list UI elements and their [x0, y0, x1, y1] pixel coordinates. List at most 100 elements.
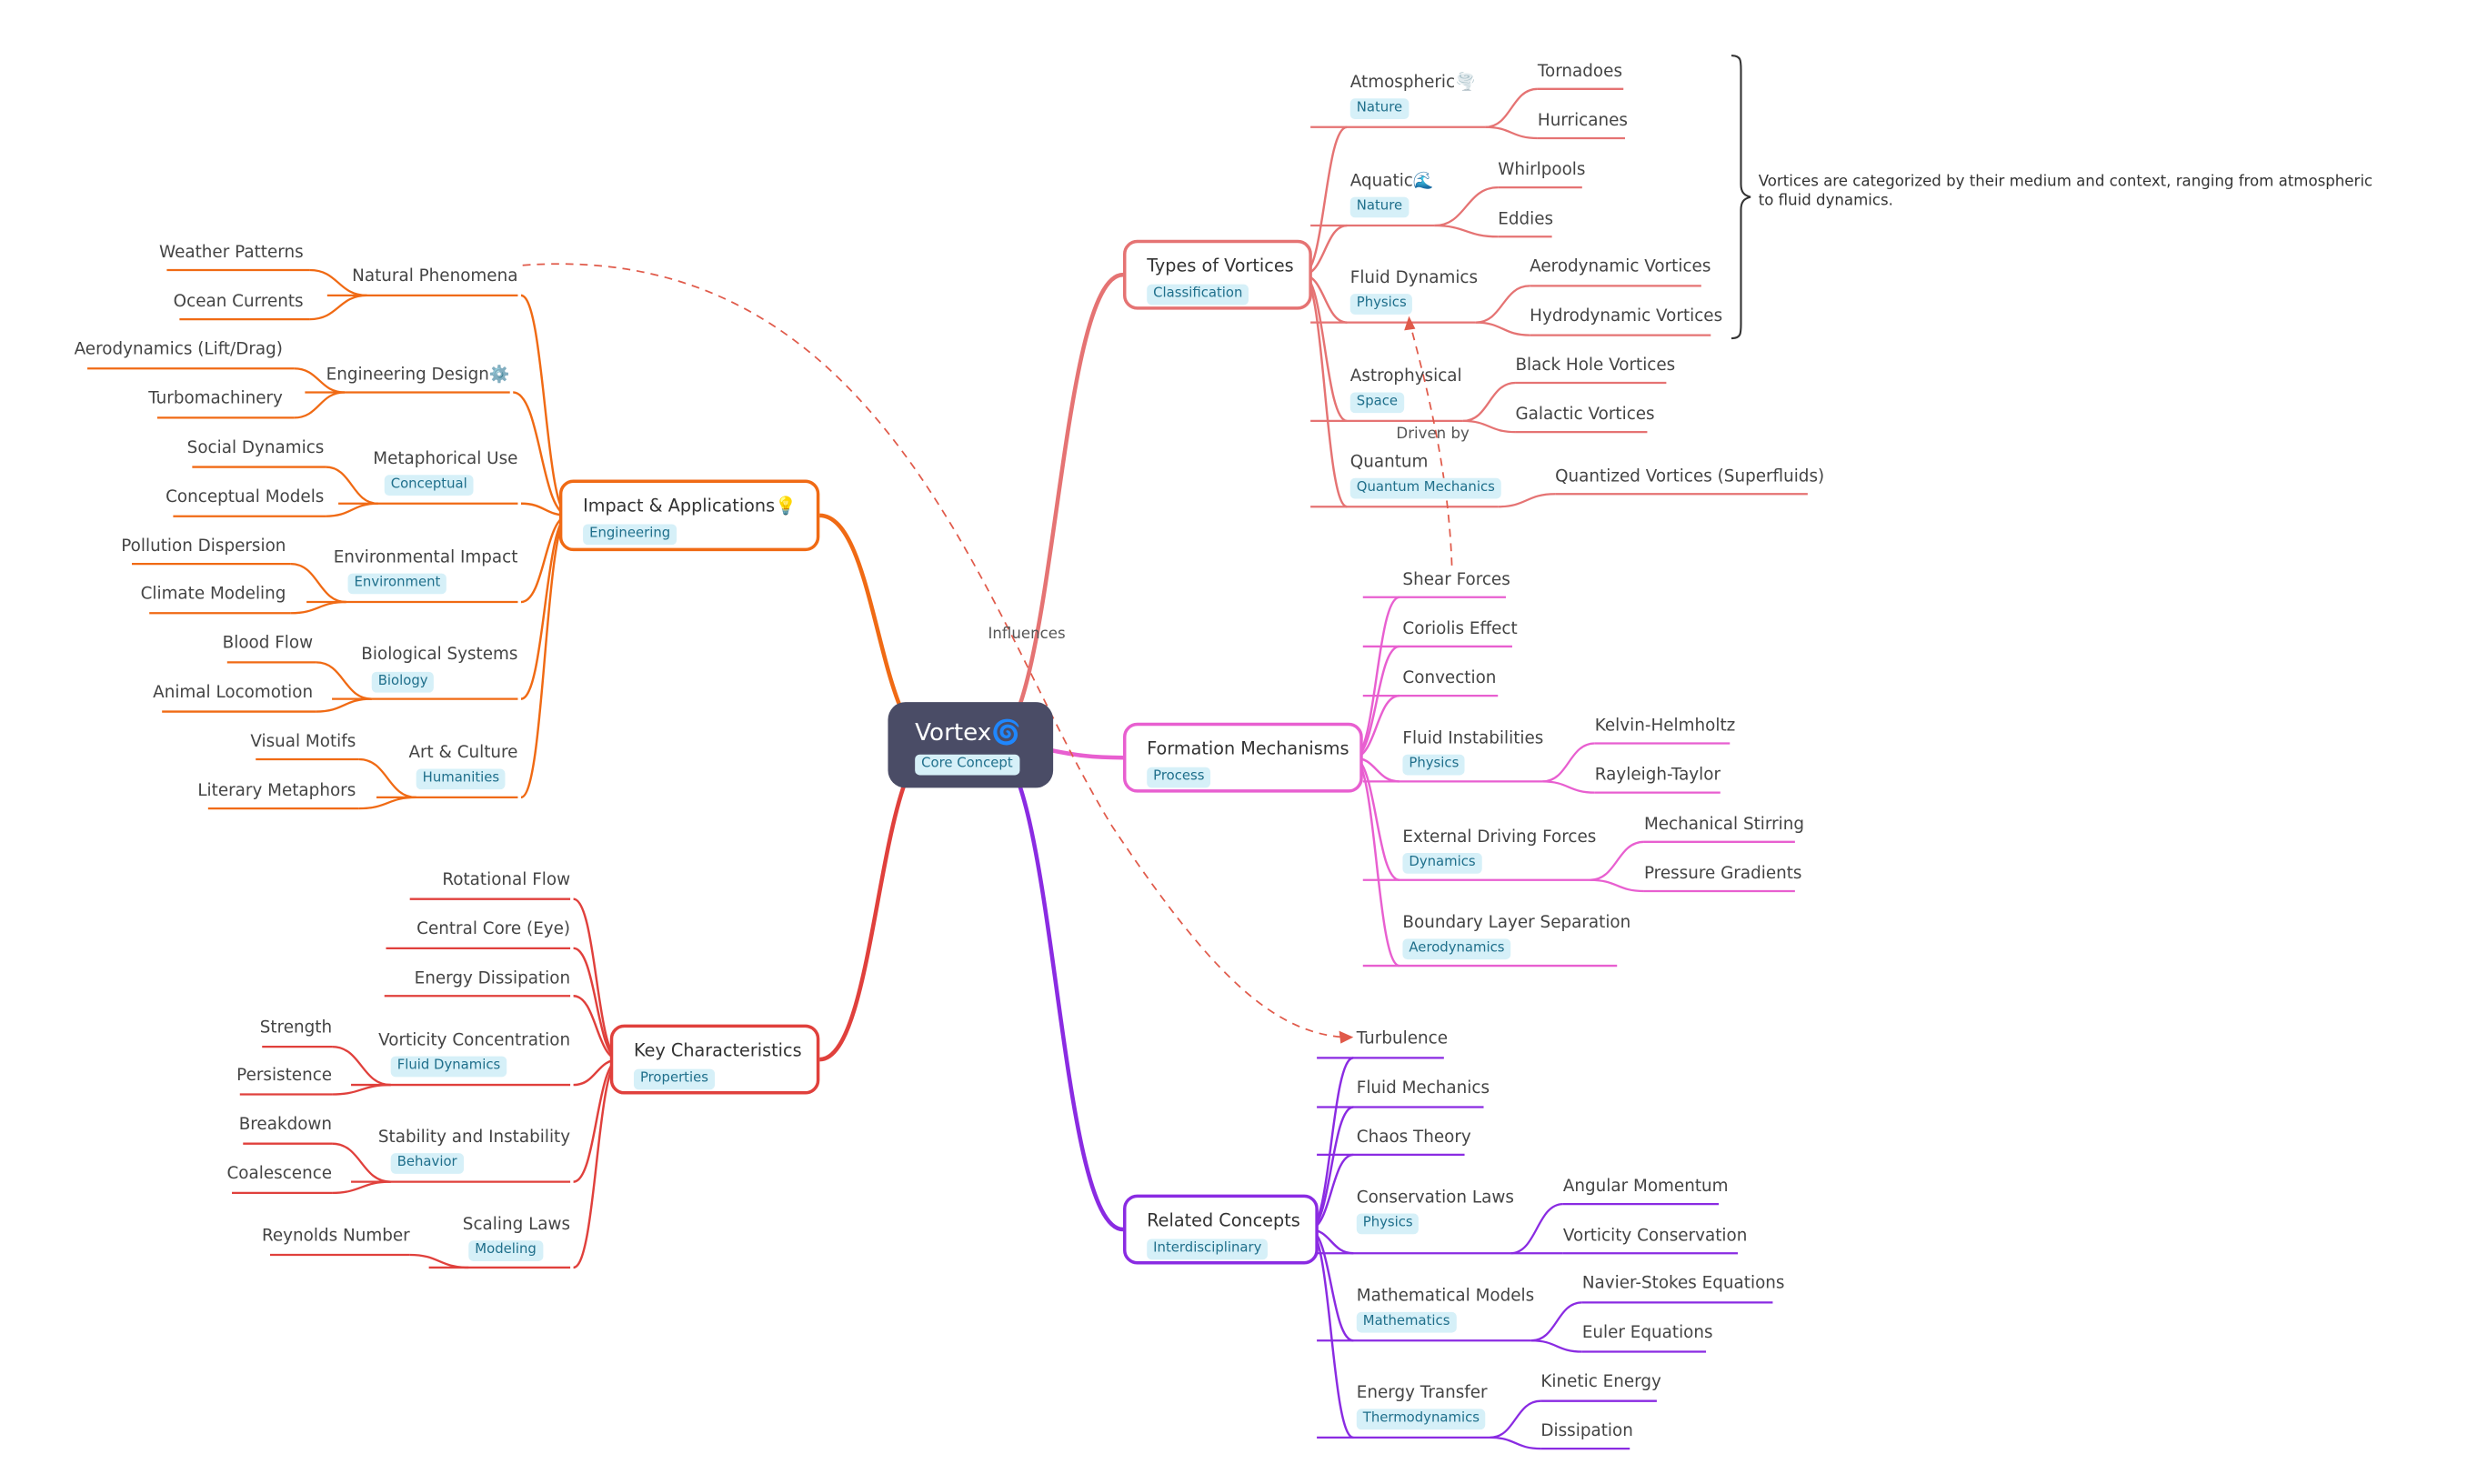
- wave-icon: 🌊: [1412, 171, 1434, 191]
- summary-note: Vortices are categorized by their medium…: [1758, 173, 2373, 210]
- leaf-link-black-hole-vortices: [1462, 381, 1516, 423]
- leaf-persistence[interactable]: Persistence: [236, 1066, 333, 1086]
- branch-title: Related Concepts: [1147, 1210, 1300, 1231]
- leaf-link-ocean-currents: [309, 294, 367, 321]
- node-chaos-theory[interactable]: Chaos Theory: [1356, 1128, 1471, 1148]
- node-external-driving-forces[interactable]: External Driving Forces: [1402, 827, 1597, 847]
- node-tag-modeling: Modeling: [468, 1240, 543, 1261]
- leaf-navier-stokes-equations[interactable]: Navier-Stokes Equations: [1581, 1273, 1785, 1293]
- node-mathematical-models[interactable]: Mathematical Models: [1356, 1286, 1535, 1306]
- leaf-reynolds-number[interactable]: Reynolds Number: [261, 1226, 410, 1246]
- leaf-link-rayleigh-taylor: [1542, 780, 1595, 794]
- leaf-eddies[interactable]: Eddies: [1498, 209, 1554, 229]
- leaf-breakdown[interactable]: Breakdown: [238, 1115, 333, 1135]
- node-fluid-mechanics[interactable]: Fluid Mechanics: [1356, 1078, 1490, 1098]
- node-conservation-laws[interactable]: Conservation Laws: [1356, 1188, 1514, 1208]
- node-tag-physics: Physics: [1356, 1213, 1420, 1235]
- leaf-pressure-gradients[interactable]: Pressure Gradients: [1643, 864, 1802, 884]
- leaf-turbomachinery[interactable]: Turbomachinery: [148, 388, 283, 408]
- leaf-link-breakdown: [332, 1142, 391, 1183]
- leaf-visual-motifs[interactable]: Visual Motifs: [250, 732, 356, 752]
- leaf-hurricanes[interactable]: Hurricanes: [1537, 111, 1628, 131]
- child-link-boundary-layer-separation: [1352, 757, 1400, 968]
- branch-tag: Process: [1147, 767, 1211, 788]
- root-node-vortex[interactable]: Vortex🌀 Core Concept: [888, 702, 1054, 788]
- leaf-animal-locomotion[interactable]: Animal Locomotion: [153, 683, 314, 703]
- node-aquatic[interactable]: Aquatic🌊: [1349, 171, 1434, 191]
- node-fluid-instabilities[interactable]: Fluid Instabilities: [1402, 728, 1544, 748]
- leaf-climate-modeling[interactable]: Climate Modeling: [140, 584, 286, 604]
- leaf-kinetic-energy[interactable]: Kinetic Energy: [1540, 1372, 1661, 1392]
- relation-arrowhead: [1404, 316, 1416, 331]
- node-boundary-layer-separation[interactable]: Boundary Layer Separation: [1402, 913, 1631, 933]
- node-biological-systems[interactable]: Biological Systems: [361, 645, 518, 665]
- node-scaling-laws[interactable]: Scaling Laws: [462, 1215, 571, 1235]
- branch-title: Impact & Applications💡: [583, 496, 798, 516]
- leaf-literary-metaphors[interactable]: Literary Metaphors: [197, 781, 356, 801]
- node-coriolis-effect[interactable]: Coriolis Effect: [1402, 619, 1518, 639]
- node-convection[interactable]: Convection: [1402, 668, 1497, 688]
- leaf-link-literary-metaphors: [358, 796, 416, 810]
- leaf-whirlpools[interactable]: Whirlpools: [1498, 160, 1586, 180]
- node-tag-mathematics: Mathematics: [1356, 1311, 1457, 1333]
- leaf-blood-flow[interactable]: Blood Flow: [222, 633, 314, 653]
- node-tag-humanities: Humanities: [416, 768, 507, 790]
- node-tag-fluid-dynamics: Fluid Dynamics: [390, 1056, 507, 1078]
- leaf-hydrodynamic-vortices[interactable]: Hydrodynamic Vortices: [1530, 306, 1723, 326]
- node-engineering-design[interactable]: Engineering Design⚙️: [326, 365, 510, 385]
- root-node-title: Vortex🌀: [915, 717, 1021, 747]
- leaf-pollution-dispersion[interactable]: Pollution Dispersion: [121, 536, 286, 556]
- leaf-aerodynamic-vortices[interactable]: Aerodynamic Vortices: [1530, 256, 1711, 276]
- leaf-coalescence[interactable]: Coalescence: [226, 1164, 333, 1184]
- leaf-rayleigh-taylor[interactable]: Rayleigh-Taylor: [1594, 765, 1721, 785]
- node-energy-dissipation[interactable]: Energy Dissipation: [414, 968, 571, 988]
- node-turbulence[interactable]: Turbulence: [1356, 1028, 1449, 1048]
- cyclone-icon: 🌀: [991, 717, 1021, 747]
- node-tag-physics: Physics: [1349, 294, 1413, 315]
- node-tag-nature: Nature: [1349, 196, 1410, 218]
- leaf-mechanical-stirring[interactable]: Mechanical Stirring: [1643, 815, 1805, 835]
- leaf-aerodynamics-lift-drag[interactable]: Aerodynamics (Lift/Drag): [74, 339, 283, 359]
- node-environmental-impact[interactable]: Environmental Impact: [333, 547, 518, 567]
- node-atmospheric[interactable]: Atmospheric🌪️: [1349, 73, 1476, 93]
- leaf-link-mechanical-stirring: [1590, 840, 1644, 881]
- leaf-kelvin-helmholtz[interactable]: Kelvin-Helmholtz: [1594, 716, 1736, 736]
- leaf-angular-momentum[interactable]: Angular Momentum: [1562, 1177, 1729, 1197]
- relation-label-influences: Influences: [988, 626, 1066, 644]
- leaf-tornadoes[interactable]: Tornadoes: [1537, 62, 1623, 82]
- branch-node-impact[interactable]: Impact & Applications💡 Engineering: [558, 479, 820, 552]
- branch-tag: Engineering: [583, 524, 677, 546]
- leaf-quantized-vortices-superfluids[interactable]: Quantized Vortices (Superfluids): [1555, 466, 1825, 486]
- node-energy-transfer[interactable]: Energy Transfer: [1356, 1383, 1488, 1403]
- node-astrophysical[interactable]: Astrophysical: [1349, 366, 1462, 386]
- leaf-social-dynamics[interactable]: Social Dynamics: [186, 438, 325, 458]
- leaf-vorticity-conservation[interactable]: Vorticity Conservation: [1562, 1226, 1748, 1246]
- leaf-black-hole-vortices[interactable]: Black Hole Vortices: [1515, 356, 1676, 376]
- node-fluid-dynamics[interactable]: Fluid Dynamics: [1349, 268, 1479, 288]
- node-vorticity-concentration[interactable]: Vorticity Concentration: [378, 1030, 571, 1050]
- leaf-conceptual-models[interactable]: Conceptual Models: [166, 487, 325, 507]
- leaf-strength[interactable]: Strength: [259, 1018, 333, 1038]
- leaf-euler-equations[interactable]: Euler Equations: [1581, 1323, 1713, 1343]
- branch-tag: Classification: [1147, 284, 1249, 306]
- node-central-core-eye[interactable]: Central Core (Eye): [416, 919, 571, 939]
- node-metaphorical-use[interactable]: Metaphorical Use: [373, 449, 518, 469]
- relation-arrowhead: [1339, 1030, 1354, 1044]
- node-quantum[interactable]: Quantum: [1349, 452, 1429, 472]
- leaf-weather-patterns[interactable]: Weather Patterns: [159, 243, 304, 263]
- node-natural-phenomena[interactable]: Natural Phenomena: [352, 266, 518, 286]
- node-art-culture[interactable]: Art & Culture: [408, 743, 518, 763]
- leaf-galactic-vortices[interactable]: Galactic Vortices: [1515, 405, 1655, 425]
- node-tag-nature: Nature: [1349, 98, 1410, 120]
- leaf-dissipation[interactable]: Dissipation: [1540, 1421, 1633, 1441]
- leaf-ocean-currents[interactable]: Ocean Currents: [173, 292, 304, 312]
- node-rotational-flow[interactable]: Rotational Flow: [442, 870, 571, 890]
- node-shear-forces[interactable]: Shear Forces: [1402, 570, 1510, 590]
- node-stability-and-instability[interactable]: Stability and Instability: [377, 1128, 571, 1148]
- leaf-link-whirlpools: [1434, 186, 1499, 227]
